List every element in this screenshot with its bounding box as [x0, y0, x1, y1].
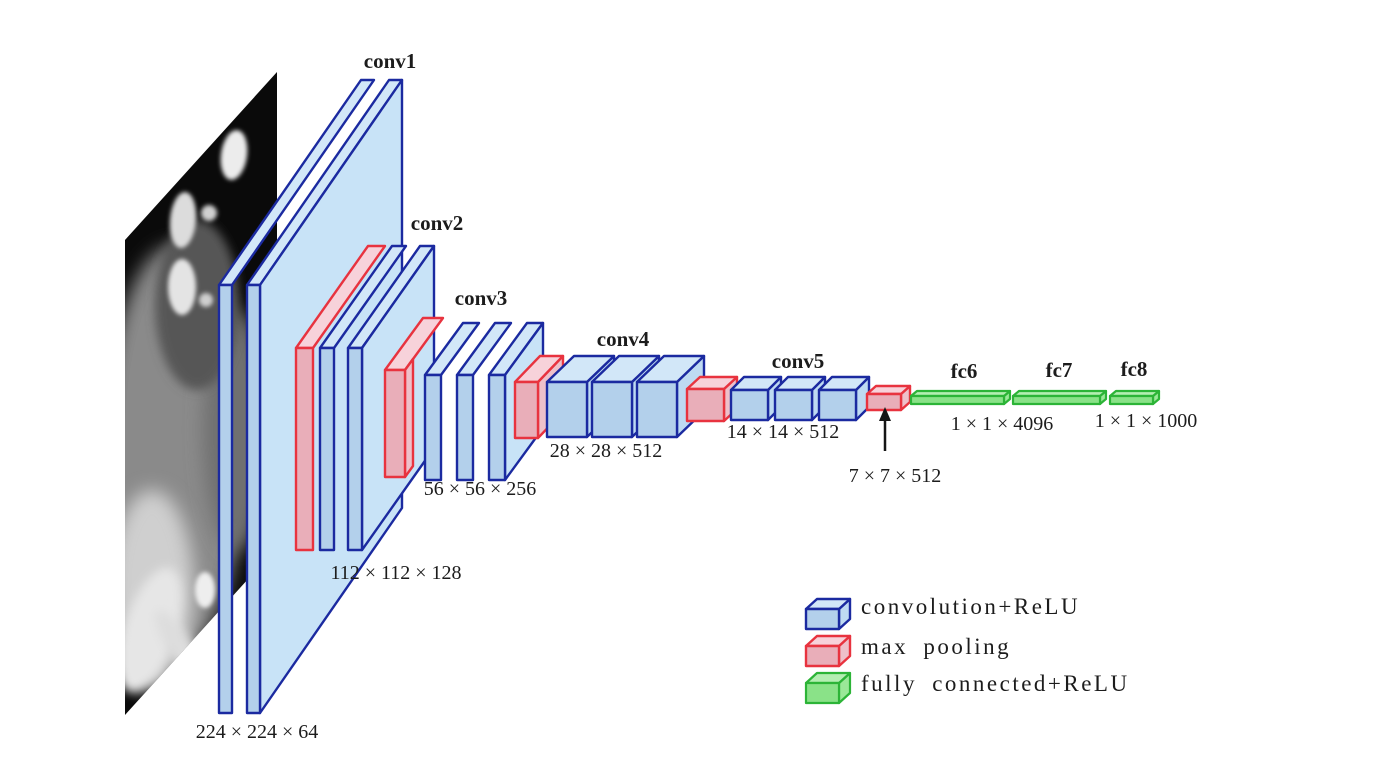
conv4-dims: 28 × 28 × 512 — [550, 440, 663, 462]
conv1-label: conv1 — [364, 49, 417, 73]
conv1-dims: 224 × 224 × 64 — [196, 721, 319, 743]
conv3-dims: 56 × 56 × 256 — [424, 478, 537, 500]
legend-conv-item: convolution+ReLU — [804, 594, 1080, 631]
conv3-label: conv3 — [455, 286, 508, 310]
legend: convolution+ReLU max pooling fully conne… — [804, 594, 1130, 705]
red-box-icon — [804, 634, 852, 668]
fc8-dims: 1 × 1 × 1000 — [1095, 410, 1198, 432]
legend-conv-label: convolution+ReLU — [861, 594, 1080, 619]
legend-fc-item: fully connected+ReLU — [804, 671, 1130, 705]
fc7-label: fc7 — [1046, 358, 1073, 382]
fc6-label: fc6 — [951, 359, 978, 383]
conv5-block — [729, 375, 871, 422]
pool5-arrow — [879, 407, 891, 451]
pool4-layer — [685, 375, 739, 423]
ct-scan-input-image — [125, 72, 277, 715]
pool1-layer — [294, 244, 387, 552]
pool5-dims: 7 × 7 × 512 — [849, 465, 942, 487]
fc8-layer — [1108, 389, 1161, 406]
legend-pool-item: max pooling — [804, 634, 1011, 668]
blue-box-icon — [804, 597, 852, 631]
fc8-label: fc8 — [1121, 357, 1148, 381]
fc7-layer — [1011, 389, 1108, 406]
conv3-block — [423, 321, 545, 482]
legend-pool-label: max pooling — [861, 634, 1011, 659]
green-box-icon — [804, 671, 852, 705]
conv4-label: conv4 — [597, 327, 650, 351]
conv5-dims: 14 × 14 × 512 — [727, 421, 840, 443]
conv2-dims: 112 × 112 × 128 — [330, 562, 461, 584]
fc6-dims: 1 × 1 × 4096 — [951, 413, 1054, 435]
pool5-layer — [865, 384, 912, 412]
conv4-block — [545, 354, 706, 439]
fc6-layer — [909, 389, 1012, 406]
conv2-label: conv2 — [411, 211, 464, 235]
conv5-label: conv5 — [772, 349, 825, 373]
legend-fc-label: fully connected+ReLU — [861, 671, 1130, 696]
pool2-layer — [383, 316, 445, 479]
